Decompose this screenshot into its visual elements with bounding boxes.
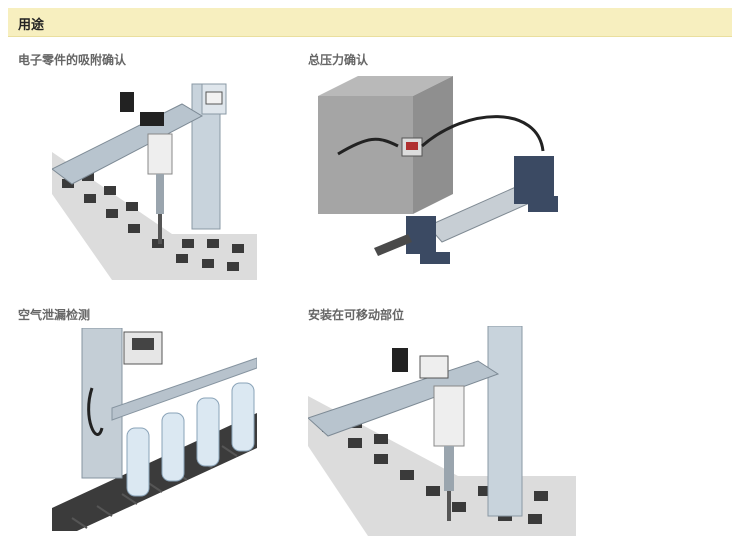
pressure-cylinder-illustration [318,76,566,278]
application-label-4: 安装在可移动部位 [308,308,405,322]
application-label-1: 电子零件的吸附确认 [18,53,127,67]
application-label-3: 空气泄漏检测 [18,308,91,322]
application-label-2: 总压力确认 [308,53,369,67]
section-header: 用途 [8,8,732,37]
pick-and-place-robot-illustration [52,74,257,280]
bottle-leak-test-illustration [52,328,257,531]
moving-part-mount-illustration [308,326,576,536]
section-title: 用途 [18,18,45,33]
